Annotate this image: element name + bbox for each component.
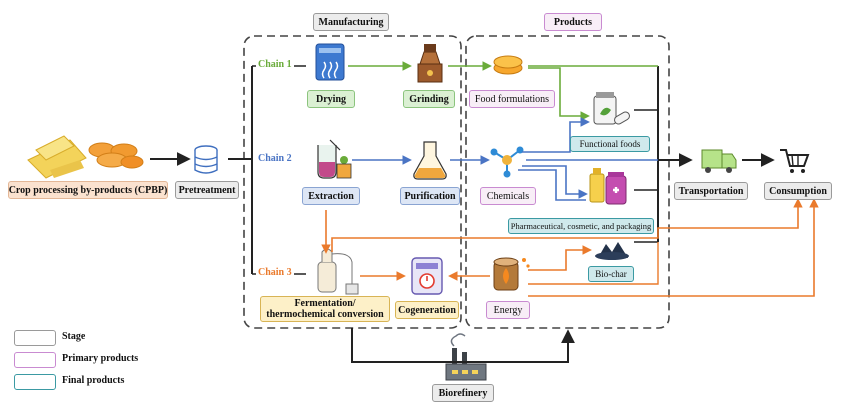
chemicals-label: Chemicals xyxy=(480,187,536,205)
shopping-cart-icon xyxy=(780,149,810,173)
biorefinery-link-line xyxy=(351,328,575,363)
chemicals-to-pharma-arrow xyxy=(522,165,588,199)
functional-foods-label: Functional foods xyxy=(570,136,650,152)
chain3-label: Chain 3 xyxy=(256,267,294,278)
grinder-icon xyxy=(417,44,443,83)
energy-log-icon xyxy=(493,257,530,291)
pretreatment-label: Pretreatment xyxy=(175,181,239,199)
fermentation-still-icon xyxy=(317,248,359,295)
products-header: Products xyxy=(544,13,602,31)
chain2-label: Chain 2 xyxy=(256,153,294,164)
chemical-molecule-icon xyxy=(490,146,524,178)
legend-primary-text: Primary products xyxy=(62,353,139,364)
biochar-icon xyxy=(595,242,629,260)
grinding-label: Grinding xyxy=(403,90,455,108)
drying-label: Drying xyxy=(307,90,355,108)
purification-flask-icon xyxy=(413,141,447,180)
pretreatment-database-icon xyxy=(194,145,218,174)
pharma-label: Pharmaceutical, cosmetic, and packaging xyxy=(508,218,654,234)
purification-label: Purification xyxy=(400,187,460,205)
biochar-label: Bio-char xyxy=(588,266,634,282)
energy-to-biochar-arrow xyxy=(528,245,592,271)
food-plate-icon xyxy=(493,55,523,75)
fermentation-to-consumption-arrow xyxy=(331,198,803,252)
manufacturing-header: Manufacturing xyxy=(313,13,389,31)
chemicals-to-pharma-arrow-2 xyxy=(518,169,586,201)
factory-icon xyxy=(445,333,487,381)
legend-stage-swatch xyxy=(14,330,56,346)
cogeneration-label: Cogeneration xyxy=(395,301,459,319)
energy-to-consumption-arrow xyxy=(528,198,819,297)
functional-foods-jar-icon xyxy=(593,92,630,125)
energy-to-collector-line xyxy=(528,242,659,285)
legend-final-text: Final products xyxy=(62,375,125,386)
pharma-products-icon xyxy=(589,168,627,205)
legend-primary-swatch xyxy=(14,352,56,368)
transportation-label: Transportation xyxy=(674,182,748,200)
cpbp-label: Crop processing by-products (CPBP) xyxy=(8,181,168,199)
energy-label: Energy xyxy=(486,301,530,319)
extraction-label: Extraction xyxy=(302,187,360,205)
crop-byproducts-icon xyxy=(27,135,144,179)
chain1-label: Chain 1 xyxy=(256,59,294,70)
dryer-icon xyxy=(315,43,345,81)
cogeneration-icon xyxy=(411,257,443,295)
truck-icon xyxy=(701,149,737,173)
products-region xyxy=(465,35,670,329)
food-formulations-label: Food formulations xyxy=(469,90,555,108)
consumption-label: Consumption xyxy=(764,182,832,200)
extraction-beaker-icon xyxy=(317,139,352,179)
legend-final-swatch xyxy=(14,374,56,390)
food-to-functional-arrow xyxy=(528,67,590,121)
biorefinery-label: Biorefinery xyxy=(432,384,494,402)
fermentation-label: Fermentation/ thermochemical conversion xyxy=(260,296,390,322)
legend-stage-text: Stage xyxy=(62,331,86,342)
